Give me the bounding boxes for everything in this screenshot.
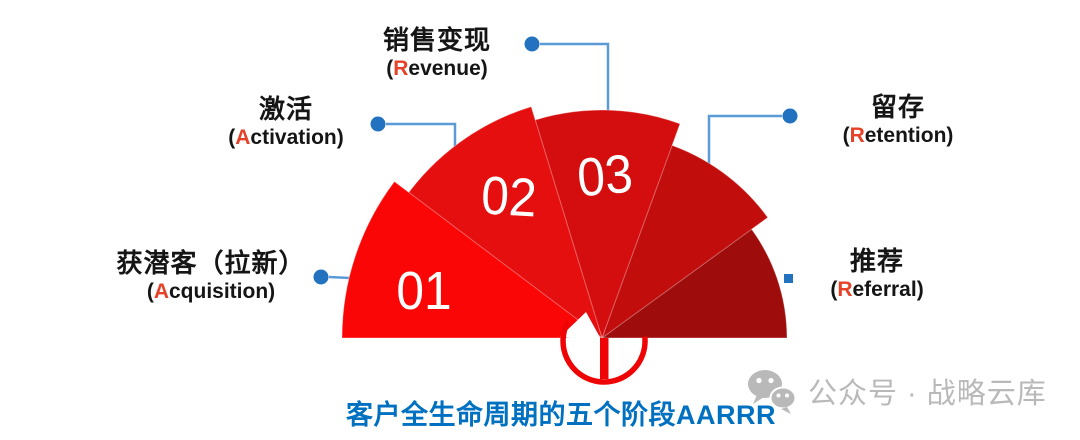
- label-revenue: 销售变现 (Revenue): [327, 25, 547, 81]
- label-activation: 激活 (Activation): [176, 94, 396, 150]
- label-retention-en: (Retention): [842, 124, 954, 147]
- wedge-02: [403, 105, 603, 340]
- label-acquisition: 获潜客（拉新） (Acquisition): [101, 248, 321, 304]
- revenue-connector-line: [540, 42, 610, 116]
- wedge-03: [527, 109, 681, 340]
- pivot-notch: [560, 312, 602, 341]
- connectors: [313, 36, 798, 285]
- label-referral-zh: 推荐: [849, 246, 904, 276]
- acquisition-connector-line: [328, 275, 351, 280]
- diagram-title: 客户全生命周期的五个阶段AARRR: [346, 400, 776, 430]
- label-referral: 推荐 (Referral): [767, 246, 987, 302]
- watermark: 公众号 · 战略云库: [746, 367, 1047, 415]
- activation-dot-icon: [370, 116, 386, 132]
- revenue-dot-icon: [524, 36, 540, 52]
- label-activation-zh: 激活: [258, 94, 313, 124]
- label-referral-en: (Referral): [830, 278, 924, 301]
- label-revenue-en: (Revenue): [386, 57, 488, 80]
- fan-wedges: [341, 105, 788, 340]
- label-acquisition-en: (Acquisition): [146, 280, 276, 303]
- pivot-ring: [560, 320, 648, 385]
- retention-connector-line: [707, 114, 782, 170]
- pivot-handle: [600, 338, 609, 379]
- retention-dot-icon: [782, 108, 798, 124]
- watermark-text: 公众号 · 战略云库: [808, 378, 1047, 410]
- wedge-number-03: 03: [575, 143, 635, 209]
- activation-connector-line: [386, 122, 457, 150]
- wechat-icon: [748, 370, 797, 414]
- label-retention-zh: 留存: [870, 92, 925, 122]
- label-revenue-zh: 销售变现: [382, 25, 491, 55]
- label-acquisition-zh: 获潜客（拉新）: [116, 248, 306, 278]
- wedge-number-01: 01: [396, 261, 452, 321]
- referral-square-icon: [784, 274, 793, 283]
- acquisition-dot-icon: [313, 269, 329, 285]
- wedge-01: [341, 180, 604, 339]
- label-activation-en: (Activation): [228, 126, 344, 149]
- label-retention: 留存 (Retention): [788, 92, 1008, 148]
